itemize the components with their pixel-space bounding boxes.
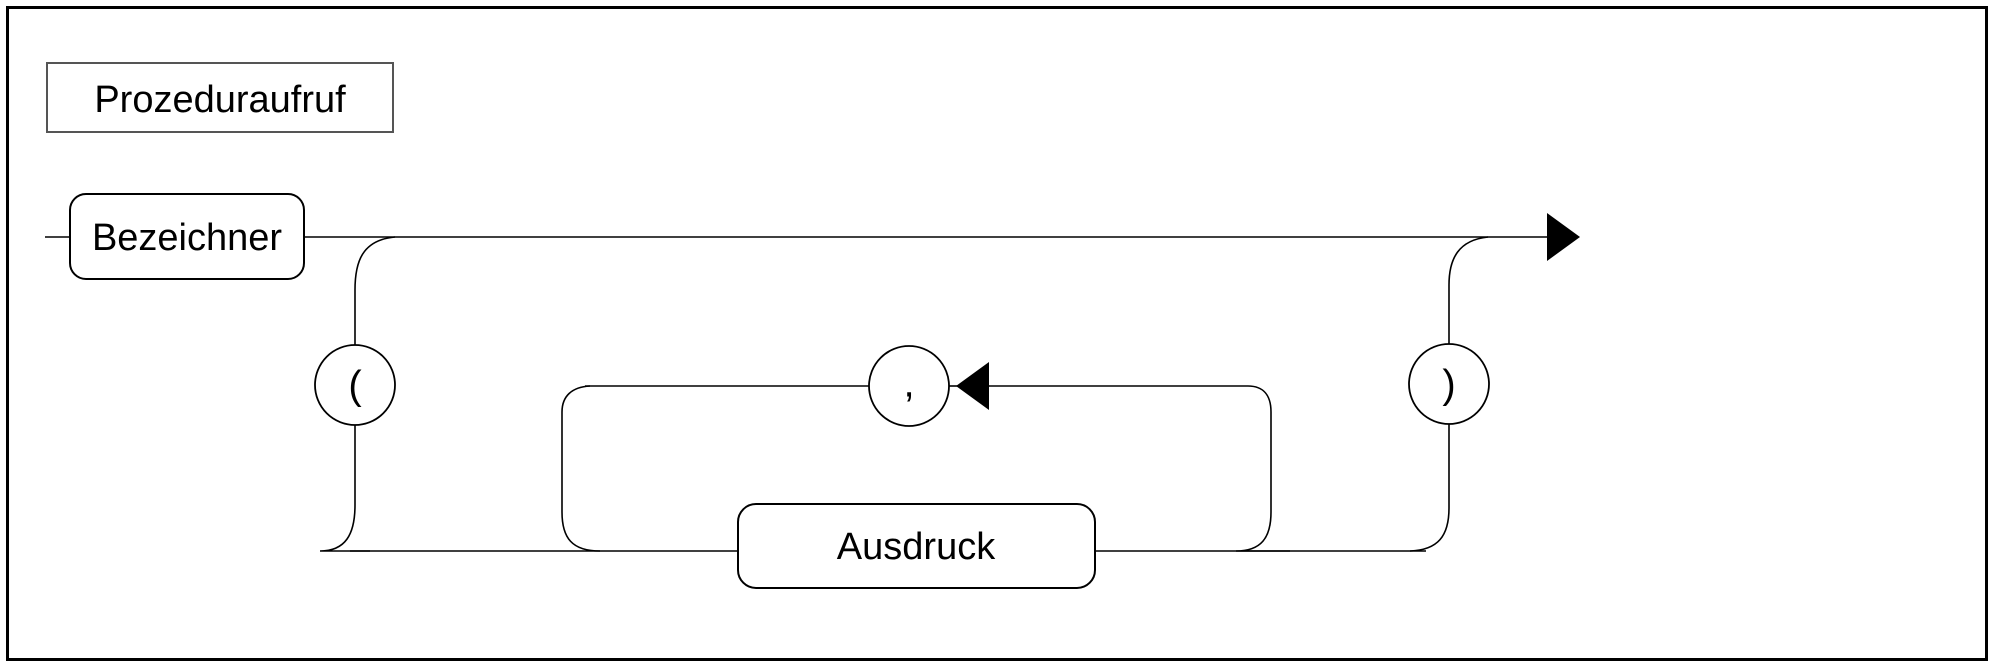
rail-branch-to-open-paren [354,236,396,345]
loop-arrow-icon [956,362,989,410]
title-box: Prozeduraufruf [46,62,394,133]
node-bezeichner-label: Bezeichner [92,217,282,259]
node-open-paren-label: ( [348,364,362,408]
node-open-paren[interactable]: ( [314,344,396,426]
node-close-paren-label: ) [1442,363,1455,407]
node-ausdruck[interactable]: Ausdruck [737,503,1096,589]
exit-arrow-icon [1547,213,1580,261]
rail-loop-right [1235,385,1290,552]
rail-bottom-to-close-paren [1409,424,1450,552]
node-close-paren[interactable]: ) [1408,343,1490,425]
rail-open-paren-to-bottom [319,425,370,552]
node-bezeichner[interactable]: Bezeichner [69,193,305,280]
page-title: Prozeduraufruf [94,79,346,121]
node-comma-label: , [903,362,914,406]
node-ausdruck-label: Ausdruck [837,526,996,568]
node-comma[interactable]: , [868,345,950,427]
rail-close-paren-to-main [1448,236,1489,344]
outer-frame [6,6,1988,661]
rail-loop-left [561,385,601,552]
